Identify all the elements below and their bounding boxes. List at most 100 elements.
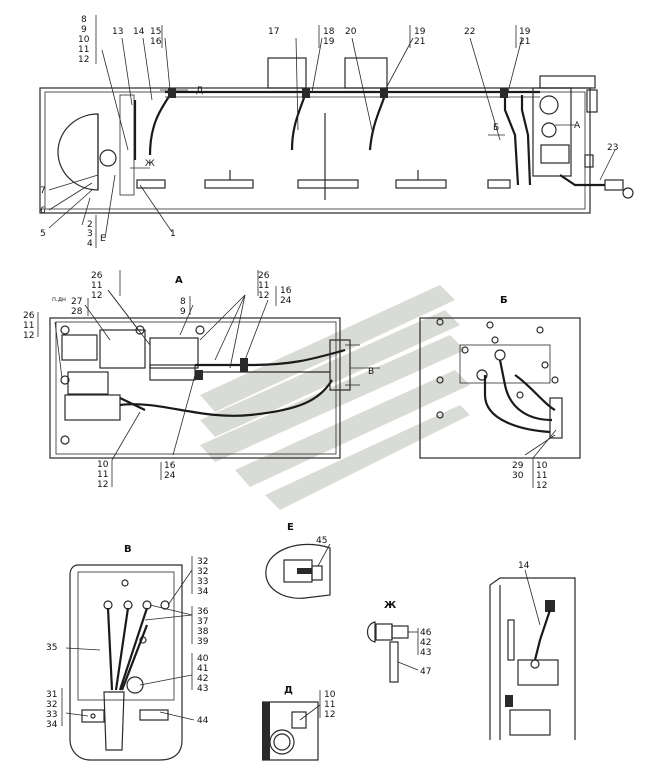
callout: 32: [46, 700, 57, 710]
view-E-title: Е: [287, 522, 294, 533]
callout: 43: [197, 684, 208, 694]
callout-23: 23: [607, 143, 618, 153]
view-arrow-Zh: Ж: [145, 159, 155, 169]
detail-14: [489, 569, 576, 740]
callout: 2: [87, 220, 93, 230]
callout: 26: [91, 271, 103, 281]
callout: 37: [197, 617, 208, 627]
callout: 6: [40, 206, 46, 216]
callout: 47: [420, 667, 431, 677]
callout: 19: [519, 27, 531, 37]
view-D: Д: [262, 685, 321, 761]
callout: 11: [97, 470, 108, 480]
callout: 44: [197, 716, 209, 726]
callout: 31: [46, 690, 57, 700]
view-B-title: Б: [500, 295, 508, 306]
label-pdn: п.дн: [52, 296, 66, 303]
main-view-callouts: 8 9 10 11 12 13 14 15 16 17 18 19 20 19 …: [40, 15, 618, 249]
callout: 12: [78, 55, 89, 65]
callout: 11: [78, 45, 89, 55]
detail-14-callouts: 14: [518, 561, 530, 571]
callout-1: 1: [170, 229, 176, 239]
callout: 8: [180, 297, 186, 307]
view-arrow-B: Б: [493, 123, 499, 133]
callout: 17: [268, 27, 279, 37]
callout: 14: [518, 561, 530, 571]
view-V-callouts: 32 32 33 34 35 36 37 38 39 40 41 42 43 3…: [46, 557, 209, 730]
view-A-title: А: [175, 275, 183, 286]
view-E: Е: [265, 522, 331, 599]
callout: 5: [40, 229, 46, 239]
callout: 12: [258, 291, 269, 301]
callout: 27: [71, 297, 82, 307]
callout: 26: [258, 271, 270, 281]
callout: 7: [40, 186, 46, 196]
view-arrow-V: В: [368, 367, 374, 377]
callout: 33: [197, 577, 208, 587]
view-Zh: Ж: [366, 600, 419, 683]
callout: 46: [420, 628, 432, 638]
callout: 11: [258, 281, 269, 291]
main-view: [39, 15, 634, 248]
view-arrow-D: Д: [196, 86, 203, 96]
view-D-callouts: 10 11 12: [324, 690, 336, 720]
callout: 10: [536, 461, 548, 471]
callout: 9: [180, 307, 186, 317]
view-V: В: [61, 544, 195, 761]
callout: 43: [420, 648, 431, 658]
callout: 38: [197, 627, 209, 637]
callout: 30: [512, 471, 524, 481]
callout: 12: [23, 331, 34, 341]
view-V-title: В: [124, 544, 132, 555]
callout: 10: [97, 460, 109, 470]
view-E-callouts: 45: [316, 536, 327, 546]
callout: 10: [324, 690, 336, 700]
callout: 24: [280, 296, 292, 306]
callout: 36: [197, 607, 209, 617]
view-Zh-callouts: 46 42 43 47: [420, 628, 432, 677]
callout: 12: [91, 291, 102, 301]
callout: 4: [87, 239, 93, 249]
callout: 3: [87, 229, 93, 239]
callout: 21: [414, 37, 425, 47]
callout: 16: [150, 37, 162, 47]
callout: 42: [197, 674, 208, 684]
view-B-callouts: 29 30 10 11 12: [512, 461, 548, 491]
callout: 8: [81, 15, 87, 25]
callout: 35: [46, 643, 57, 653]
callout: 29: [512, 461, 524, 471]
callout: 26: [23, 311, 35, 321]
callout: 16: [164, 461, 176, 471]
callout: 12: [97, 480, 108, 490]
callout: 28: [71, 307, 83, 317]
callout: 40: [197, 654, 209, 664]
callout: 11: [23, 321, 34, 331]
callout: 34: [197, 587, 209, 597]
callout: 45: [316, 536, 327, 546]
callout: 9: [81, 25, 87, 35]
callout: 11: [536, 471, 547, 481]
callout: 15: [150, 27, 161, 37]
callout: 13: [112, 27, 123, 37]
callout: 24: [164, 471, 176, 481]
view-A: А: [37, 270, 380, 487]
callout: 18: [323, 27, 335, 37]
callout: 11: [91, 281, 102, 291]
callout: 34: [46, 720, 58, 730]
callout: 32: [197, 567, 208, 577]
view-arrow-A: А: [574, 121, 581, 131]
callout: 20: [345, 27, 357, 37]
callout: 11: [324, 700, 335, 710]
view-A-callouts: п.дн 26 11 12 27 28 8 9 26 11 12 16 24 2…: [23, 271, 374, 490]
callout: 16: [280, 286, 292, 296]
callout: 42: [420, 638, 431, 648]
callout: 19: [323, 37, 335, 47]
callout: 12: [324, 710, 335, 720]
callout: 10: [78, 35, 90, 45]
callout: 33: [46, 710, 57, 720]
callout-E: Е: [100, 234, 106, 244]
view-B: Б: [419, 295, 581, 488]
callout: 19: [414, 27, 426, 37]
view-D-title: Д: [284, 685, 293, 696]
